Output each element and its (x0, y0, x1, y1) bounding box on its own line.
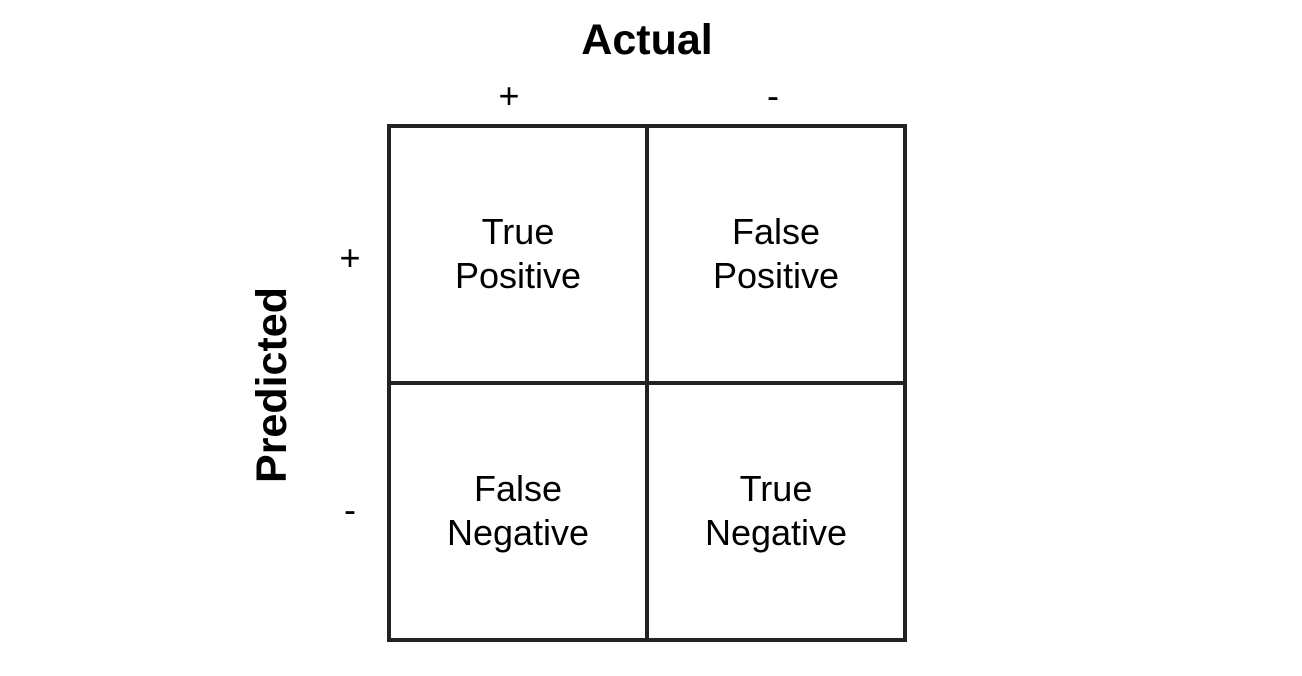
predicted-axis-title: Predicted (248, 287, 296, 483)
false-negative-cell: False Negative (391, 383, 647, 638)
true-negative-cell: True Negative (647, 383, 903, 638)
actual-negative-label: - (767, 75, 779, 116)
true-positive-cell: True Positive (391, 128, 647, 383)
confusion-matrix-grid: True Positive False Positive False Negat… (387, 124, 907, 642)
cell-line-2: Negative (446, 511, 590, 553)
actual-positive-label: + (498, 75, 520, 116)
cell-line-2: Positive (712, 254, 840, 296)
cell-line-1: False (731, 210, 821, 252)
cell-line-1: True (481, 210, 555, 252)
actual-axis-title: Actual (581, 16, 713, 64)
predicted-negative-label: - (344, 489, 356, 530)
cell-line-2: Positive (454, 254, 582, 296)
cell-line-1: True (739, 467, 813, 509)
predicted-positive-label: + (339, 237, 361, 278)
cell-line-1: False (473, 467, 563, 509)
false-positive-cell: False Positive (647, 128, 903, 383)
cell-line-2: Negative (704, 511, 848, 553)
